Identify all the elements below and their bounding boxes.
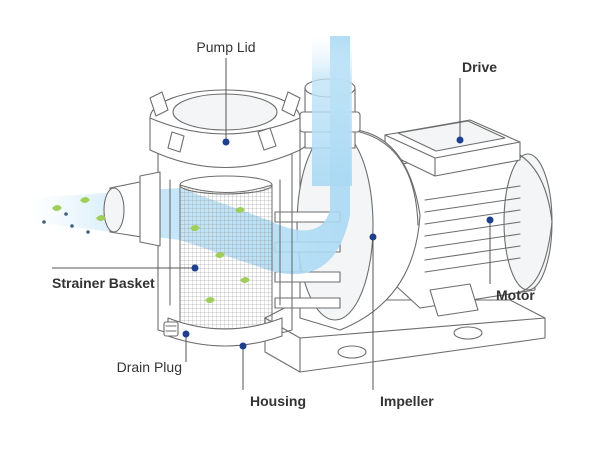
label-impeller: Impeller (380, 393, 434, 409)
label-strainer-basket: Strainer Basket (52, 275, 155, 291)
debris-leaves (42, 197, 250, 303)
callout-motor (486, 216, 494, 284)
motor-body (394, 147, 553, 317)
drive-box (384, 119, 521, 177)
callout-strainer-basket (52, 264, 199, 272)
label-motor: Motor (496, 287, 535, 303)
label-drain-plug: Drain Plug (117, 359, 182, 375)
label-housing: Housing (250, 393, 306, 409)
label-drive: Drive (462, 59, 497, 75)
callout-pump-lid (222, 58, 230, 146)
strainer-housing (103, 89, 301, 347)
callout-housing (239, 342, 247, 390)
callout-impeller (369, 233, 377, 390)
callout-drain-plug (182, 330, 190, 362)
callout-drive (456, 78, 464, 144)
label-pump-lid: Pump Lid (196, 39, 255, 55)
